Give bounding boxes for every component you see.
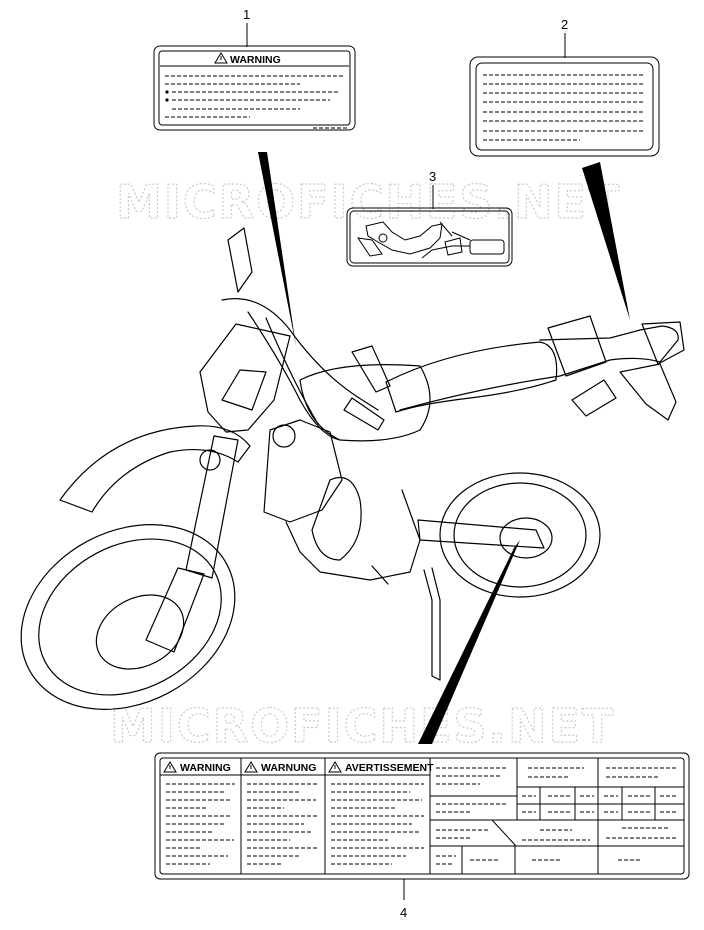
watermark-top: MICROFICHES.NET: [116, 175, 621, 229]
callout-number-1: 1: [243, 7, 250, 22]
leader-wedge-4: [418, 540, 520, 744]
motorcycle-illustration: [20, 227, 685, 710]
watermark-bottom: MICROFICHES.NET: [110, 699, 615, 753]
label-4-header-en: WARNING: [180, 762, 231, 774]
label-4-header-de: WARNUNG: [261, 762, 316, 774]
leader-wedge-2: [582, 162, 630, 320]
callout-number-3: 3: [429, 169, 436, 184]
leader-wedge-1: [258, 152, 296, 346]
warning-triangle-icon: [328, 761, 342, 773]
label-3-pictogram: [346, 207, 513, 267]
label-4-header-fr: AVERTISSEMENT: [345, 762, 434, 774]
label-1-warning: WARNING: [153, 45, 356, 131]
label-1-header: WARNING: [230, 54, 281, 66]
warning-triangle-icon: [163, 761, 177, 773]
warning-triangle-icon: [244, 761, 258, 773]
callout-number-4: 4: [400, 905, 407, 920]
callout-number-2: 2: [561, 17, 568, 32]
label-2: [469, 56, 660, 157]
label-4-multilingual: WARNING WARNUNG AVERTISSEMENT: [154, 752, 690, 880]
warning-triangle-icon: [214, 52, 228, 64]
